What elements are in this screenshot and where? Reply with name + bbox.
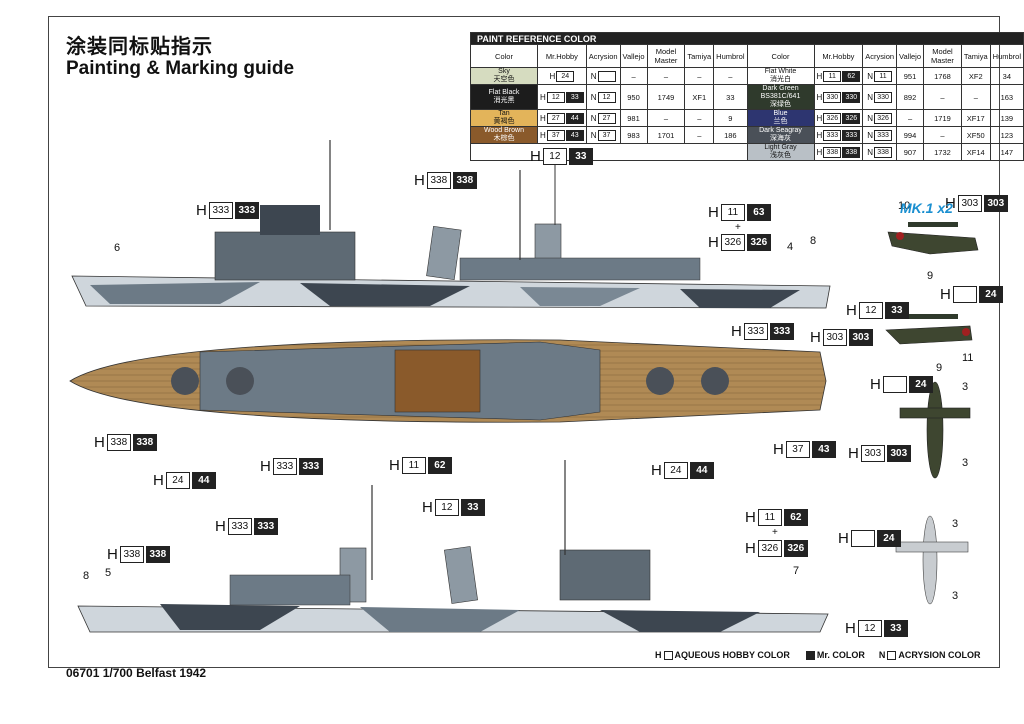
marker-6: 6 xyxy=(114,242,121,254)
marker-9-a: 9 xyxy=(927,270,934,282)
paint-reference-table: PAINT REFERENCE COLOR Color Mr.Hobby Acr… xyxy=(470,32,1024,161)
marker-3-c: 3 xyxy=(952,518,959,530)
footer-model-id: 06701 1/700 Belfast 1942 xyxy=(66,666,207,680)
hdr-tamiya: Tamiya xyxy=(684,44,715,68)
hdr-vallejo-2: Vallejo xyxy=(896,44,925,68)
marker-4: 4 xyxy=(787,241,794,253)
hdr-acrysion: Acrysion xyxy=(585,44,621,68)
marker-8-top: 8 xyxy=(810,235,817,247)
modelmaster-left-1: 1749 xyxy=(646,84,686,110)
marker-11: 11 xyxy=(962,352,974,364)
plus-sign-2: + xyxy=(772,527,778,538)
humbrol-right-3: 123 xyxy=(989,126,1024,144)
marker-3-d: 3 xyxy=(952,590,959,602)
plus-sign-1: + xyxy=(735,222,741,233)
marker-3-b: 3 xyxy=(962,457,969,469)
vallejo-right-4: 907 xyxy=(896,143,925,161)
marker-8-bottom: 8 xyxy=(83,570,90,582)
ship-top-view xyxy=(69,339,827,423)
ship-port-profile xyxy=(77,460,829,633)
marker-5: 5 xyxy=(105,567,112,579)
acrysion-left-0: N xyxy=(585,67,621,85)
page-border xyxy=(48,16,1000,668)
marker-3-a: 3 xyxy=(962,381,969,393)
hdr-acrysion-2: Acrysion xyxy=(862,44,898,68)
title-english: Painting & Marking guide xyxy=(66,58,295,79)
hdr-modelmaster-2: Model Master xyxy=(923,44,962,68)
modelmaster-right-4: 1732 xyxy=(923,143,962,161)
modelmaster-right-3: – xyxy=(923,126,962,144)
tamiya-right-4: XF14 xyxy=(960,143,991,161)
hdr-vallejo: Vallejo xyxy=(619,44,648,68)
aircraft-label: MK.1 x2 xyxy=(900,200,953,216)
marker-7: 7 xyxy=(793,565,800,577)
modelmaster-right-1: – xyxy=(923,84,962,110)
marker-10: 10 xyxy=(898,200,911,212)
aircraft-illustrations xyxy=(885,222,979,605)
marker-9-b: 9 xyxy=(936,362,943,374)
humbrol-right-4: 147 xyxy=(989,143,1024,161)
title-chinese: 涂装同标贴指示 xyxy=(66,34,213,58)
legend-mr-color: Mr. COLOR xyxy=(804,650,865,661)
ship-starboard-profile xyxy=(71,140,831,309)
vallejo-right-1: 892 xyxy=(896,84,925,110)
hdr-color: Color xyxy=(470,44,538,68)
